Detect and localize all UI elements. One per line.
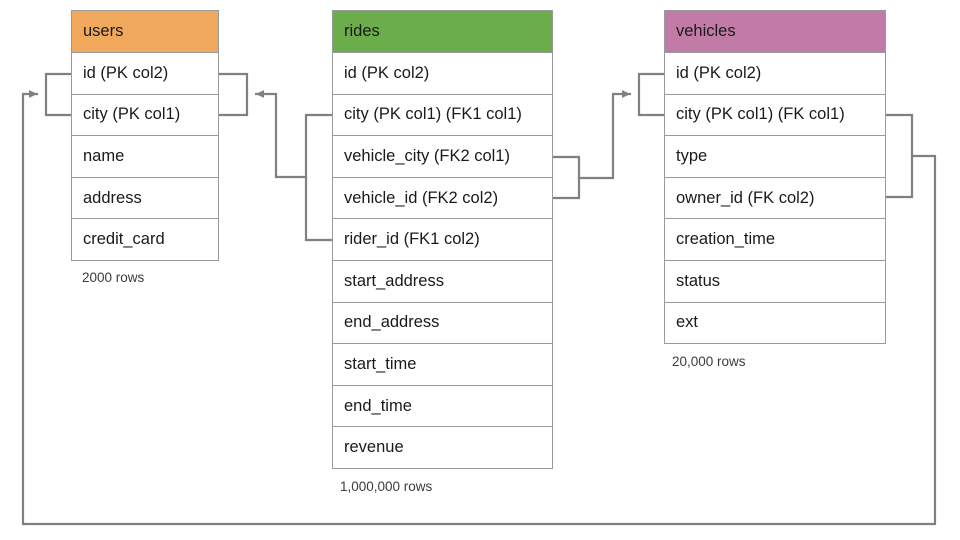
field-vehicles-status[interactable]: status xyxy=(664,260,886,303)
field-label: end_address xyxy=(344,313,440,332)
rides-right-bracket xyxy=(551,155,581,200)
field-rides-end-time[interactable]: end_time xyxy=(332,385,553,428)
rel-rides-fk2-to-vehicles xyxy=(577,90,632,180)
entity-vehicles-rowcount: 20,000 rows xyxy=(672,354,746,369)
field-vehicles-creation-time[interactable]: creation_time xyxy=(664,219,886,261)
entity-vehicles[interactable]: vehicles id (PK col2) city (PK col1) (FK… xyxy=(664,10,886,345)
field-label: owner_id (FK col2) xyxy=(676,188,815,207)
field-users-credit-card[interactable]: credit_card xyxy=(71,219,219,261)
field-label: address xyxy=(83,188,142,207)
field-vehicles-ext[interactable]: ext xyxy=(664,302,886,345)
users-right-bracket xyxy=(217,72,249,117)
field-vehicles-city[interactable]: city (PK col1) (FK col1) xyxy=(664,94,886,137)
field-label: vehicle_city (FK2 col1) xyxy=(344,146,510,165)
field-label: id (PK col2) xyxy=(83,63,169,82)
field-vehicles-owner-id[interactable]: owner_id (FK col2) xyxy=(664,177,886,220)
entity-users[interactable]: users id (PK col2) city (PK col1) name a… xyxy=(71,10,219,261)
field-users-city[interactable]: city (PK col1) xyxy=(71,94,219,137)
field-rides-start-time[interactable]: start_time xyxy=(332,344,553,386)
field-label: city (PK col1) xyxy=(83,105,181,124)
field-rides-vehicle-city[interactable]: vehicle_city (FK2 col1) xyxy=(332,136,553,178)
entity-users-title: users xyxy=(83,22,124,40)
vehicles-left-bracket xyxy=(637,72,666,117)
entity-rides-header: rides xyxy=(332,10,553,53)
field-label: name xyxy=(83,146,125,165)
field-label: id (PK col2) xyxy=(676,63,762,82)
rel-rides-fk1-to-users xyxy=(254,90,308,179)
rides-left-bracket xyxy=(304,113,334,242)
field-users-address[interactable]: address xyxy=(71,177,219,220)
field-label: start_address xyxy=(344,271,444,290)
field-rides-city[interactable]: city (PK col1) (FK1 col1) xyxy=(332,94,553,137)
field-rides-end-address[interactable]: end_address xyxy=(332,302,553,345)
entity-rides-title: rides xyxy=(344,22,380,40)
field-rides-revenue[interactable]: revenue xyxy=(332,427,553,469)
field-label: city (PK col1) (FK col1) xyxy=(676,105,845,124)
field-users-id[interactable]: id (PK col2) xyxy=(71,53,219,95)
users-left-bracket xyxy=(44,72,73,117)
field-rides-rider-id[interactable]: rider_id (FK1 col2) xyxy=(332,219,553,261)
field-label: vehicle_id (FK2 col2) xyxy=(344,188,499,207)
field-label: city (PK col1) (FK1 col1) xyxy=(344,105,522,124)
entity-users-header: users xyxy=(71,10,219,53)
field-label: rider_id (FK1 col2) xyxy=(344,230,480,249)
field-users-name[interactable]: name xyxy=(71,136,219,178)
entity-vehicles-header: vehicles xyxy=(664,10,886,53)
entity-rides-rowcount: 1,000,000 rows xyxy=(340,479,433,494)
field-label: revenue xyxy=(344,438,404,457)
field-label: start_time xyxy=(344,354,417,373)
entity-vehicles-title: vehicles xyxy=(676,22,736,40)
field-vehicles-type[interactable]: type xyxy=(664,136,886,178)
field-label: type xyxy=(676,146,708,165)
field-label: end_time xyxy=(344,396,412,415)
field-rides-vehicle-id[interactable]: vehicle_id (FK2 col2) xyxy=(332,177,553,220)
field-label: credit_card xyxy=(83,230,165,249)
field-label: creation_time xyxy=(676,230,776,249)
field-vehicles-id[interactable]: id (PK col2) xyxy=(664,53,886,95)
entity-rides[interactable]: rides id (PK col2) city (PK col1) (FK1 c… xyxy=(332,10,553,469)
field-label: id (PK col2) xyxy=(344,63,430,82)
field-rides-id[interactable]: id (PK col2) xyxy=(332,53,553,95)
field-label: ext xyxy=(676,313,699,332)
vehicles-right-bracket xyxy=(884,113,914,199)
field-label: status xyxy=(676,271,721,290)
field-rides-start-address[interactable]: start_address xyxy=(332,260,553,303)
entity-users-rowcount: 2000 rows xyxy=(82,270,145,285)
